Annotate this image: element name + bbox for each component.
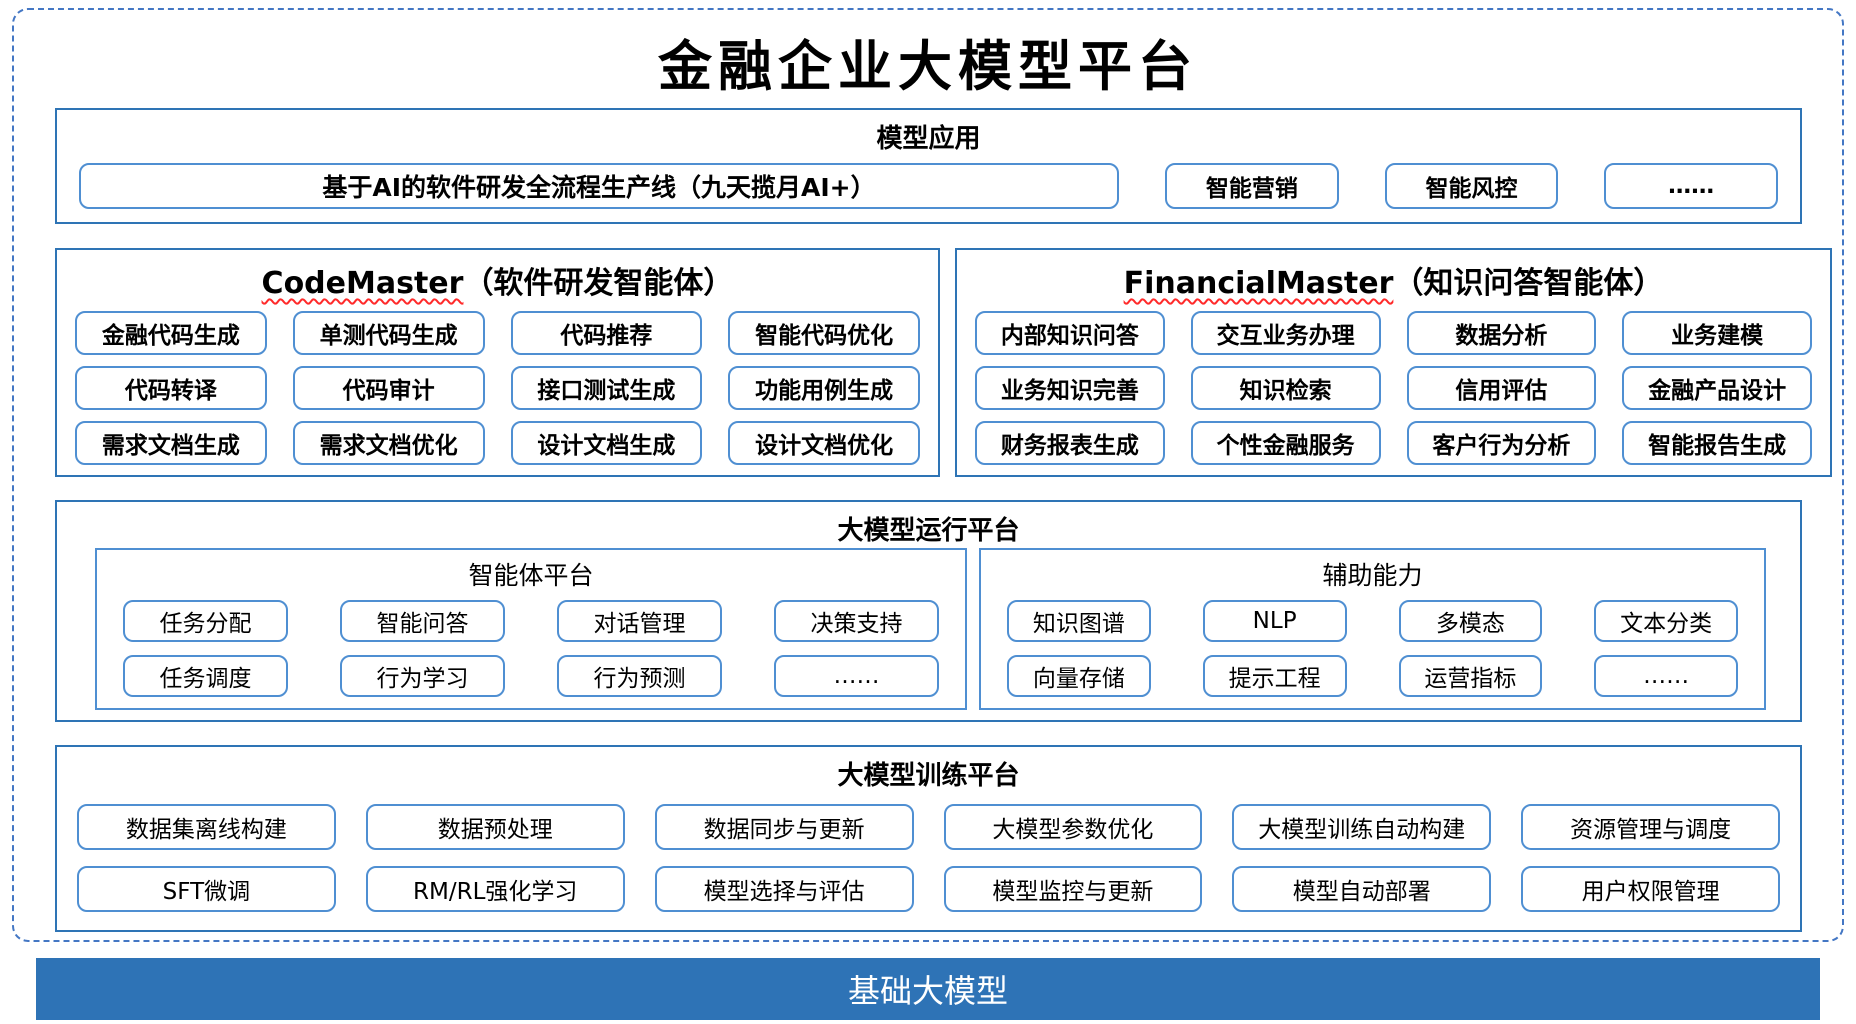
training-box: 用户权限管理 [1521, 866, 1780, 912]
codemaster-title: CodeMaster（软件研发智能体） [57, 250, 938, 302]
app-box: 智能风控 [1384, 163, 1559, 209]
runtime-platform-header: 大模型运行平台 [837, 516, 1020, 546]
capability-box: 智能报告生成 [1622, 421, 1812, 465]
capability-box: 信用评估 [1406, 366, 1597, 410]
runtime-box: 行为学习 [340, 655, 505, 697]
group-agent-platform-title: 智能体平台 [468, 561, 594, 590]
runtime-box: 对话管理 [557, 600, 722, 642]
runtime-box: 向量存储 [1007, 655, 1151, 697]
group-agent-platform: 智能体平台 任务分配 智能问答 对话管理 决策支持 任务调度 行为学习 行为预测… [95, 548, 967, 710]
app-box: 智能营销 [1165, 163, 1339, 209]
training-box: 资源管理与调度 [1521, 804, 1780, 850]
training-box: 模型自动部署 [1232, 866, 1492, 912]
runtime-box: …… [774, 655, 939, 697]
capability-box: 金融产品设计 [1622, 366, 1812, 410]
training-box: 数据同步与更新 [654, 804, 914, 850]
capability-box: 设计文档生成 [510, 421, 703, 465]
group-auxiliary-capabilities-title: 辅助能力 [1322, 561, 1423, 590]
codemaster-grid: 金融代码生成 单测代码生成 代码推荐 智能代码优化 代码转译 代码审计 接口测试… [57, 302, 938, 465]
capability-box: 功能用例生成 [728, 366, 920, 410]
agent-platform-grid: 任务分配 智能问答 对话管理 决策支持 任务调度 行为学习 行为预测 …… [97, 592, 965, 697]
app-box-pipeline: 基于AI的软件研发全流程生产线（九天揽月AI+） [79, 163, 1119, 209]
training-platform-grid: 数据集离线构建 数据预处理 数据同步与更新 大模型参数优化 大模型训练自动构建 … [57, 792, 1800, 912]
runtime-box: 行为预测 [557, 655, 722, 697]
capability-box: 个性金融服务 [1190, 421, 1381, 465]
capability-box: 代码转译 [75, 366, 267, 410]
capability-box: 代码审计 [292, 366, 485, 410]
financialmaster-name-zh: （知识问答智能体） [1393, 266, 1664, 301]
training-platform-header: 大模型训练平台 [837, 761, 1020, 791]
training-box: 数据预处理 [365, 804, 625, 850]
runtime-box: 任务调度 [123, 655, 288, 697]
capability-box: 数据分析 [1406, 311, 1597, 355]
page-title: 金融企业大模型平台 [658, 34, 1198, 98]
section-runtime-platform: 大模型运行平台 智能体平台 任务分配 智能问答 对话管理 决策支持 任务调度 行… [55, 500, 1802, 722]
codemaster-name-zh: （软件研发智能体） [463, 266, 734, 301]
capability-box: 交互业务办理 [1190, 311, 1381, 355]
capability-box: 客户行为分析 [1406, 421, 1597, 465]
model-applications-row: 基于AI的软件研发全流程生产线（九天揽月AI+） 智能营销 智能风控 …… [57, 155, 1800, 209]
section-model-applications: 模型应用 基于AI的软件研发全流程生产线（九天揽月AI+） 智能营销 智能风控 … [55, 108, 1802, 224]
section-model-applications-header: 模型应用 [876, 124, 981, 154]
capability-box: 设计文档优化 [728, 421, 920, 465]
training-box: 大模型参数优化 [943, 804, 1203, 850]
financialmaster-title: FinancialMaster（知识问答智能体） [957, 250, 1830, 302]
runtime-box: 知识图谱 [1007, 600, 1151, 642]
foundation-model-label: 基础大模型 [847, 972, 1008, 1010]
group-auxiliary-capabilities: 辅助能力 知识图谱 NLP 多模态 文本分类 向量存储 提示工程 运营指标 …… [979, 548, 1766, 710]
outer-dashed-frame [12, 8, 1844, 942]
capability-box: 财务报表生成 [975, 421, 1165, 465]
capability-box: 金融代码生成 [75, 311, 267, 355]
section-financialmaster-agent: FinancialMaster（知识问答智能体） 内部知识问答 交互业务办理 数… [955, 248, 1832, 477]
runtime-box: NLP [1202, 600, 1347, 642]
auxiliary-capabilities-grid: 知识图谱 NLP 多模态 文本分类 向量存储 提示工程 运营指标 …… [981, 592, 1764, 697]
capability-box: 业务建模 [1622, 311, 1812, 355]
section-training-platform: 大模型训练平台 数据集离线构建 数据预处理 数据同步与更新 大模型参数优化 大模… [55, 745, 1802, 932]
capability-box: 需求文档优化 [292, 421, 485, 465]
runtime-box: 运营指标 [1398, 655, 1543, 697]
training-box: 大模型训练自动构建 [1232, 804, 1492, 850]
financialmaster-grid: 内部知识问答 交互业务办理 数据分析 业务建模 业务知识完善 知识检索 信用评估… [957, 302, 1830, 465]
runtime-box: 决策支持 [774, 600, 939, 642]
foundation-model-bar: 基础大模型 [36, 958, 1820, 1020]
runtime-box: 多模态 [1398, 600, 1543, 642]
runtime-box: 文本分类 [1594, 600, 1738, 642]
capability-box: 业务知识完善 [975, 366, 1165, 410]
runtime-box: 任务分配 [123, 600, 288, 642]
financialmaster-name-en: FinancialMaster [1123, 266, 1394, 301]
training-box: 模型选择与评估 [654, 866, 914, 912]
capability-box: 单测代码生成 [292, 311, 485, 355]
app-box: …… [1604, 163, 1779, 209]
capability-box: 内部知识问答 [975, 311, 1165, 355]
codemaster-name-en: CodeMaster [261, 266, 464, 301]
capability-box: 需求文档生成 [75, 421, 267, 465]
training-box: SFT微调 [77, 866, 336, 912]
capability-box: 智能代码优化 [728, 311, 920, 355]
training-box: RM/RL强化学习 [365, 866, 625, 912]
capability-box: 代码推荐 [510, 311, 703, 355]
capability-box: 接口测试生成 [510, 366, 703, 410]
training-box: 数据集离线构建 [77, 804, 336, 850]
runtime-box: 提示工程 [1202, 655, 1347, 697]
section-codemaster-agent: CodeMaster（软件研发智能体） 金融代码生成 单测代码生成 代码推荐 智… [55, 248, 940, 477]
training-box: 模型监控与更新 [943, 866, 1203, 912]
runtime-box: 智能问答 [340, 600, 505, 642]
capability-box: 知识检索 [1190, 366, 1381, 410]
runtime-box: …… [1594, 655, 1738, 697]
